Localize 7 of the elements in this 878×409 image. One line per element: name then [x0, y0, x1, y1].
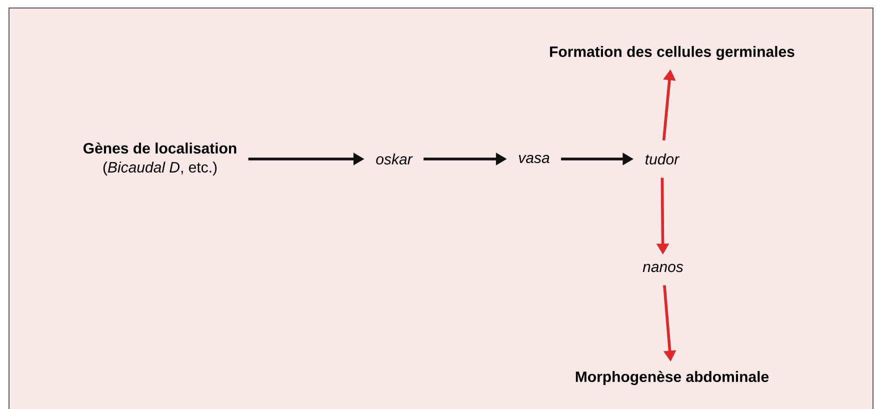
gene-label: vasa [518, 154, 550, 164]
gene-label: nanos [642, 264, 684, 272]
process-label: Morphogenèse abdominale [576, 370, 769, 386]
process-label: Gènes de localisation (Bicaudal D, etc.) [84, 142, 236, 176]
process-label: Formation des cellules germinales [550, 46, 794, 60]
gene-label: tudor [646, 153, 680, 164]
gene-label: oskar [376, 153, 413, 164]
